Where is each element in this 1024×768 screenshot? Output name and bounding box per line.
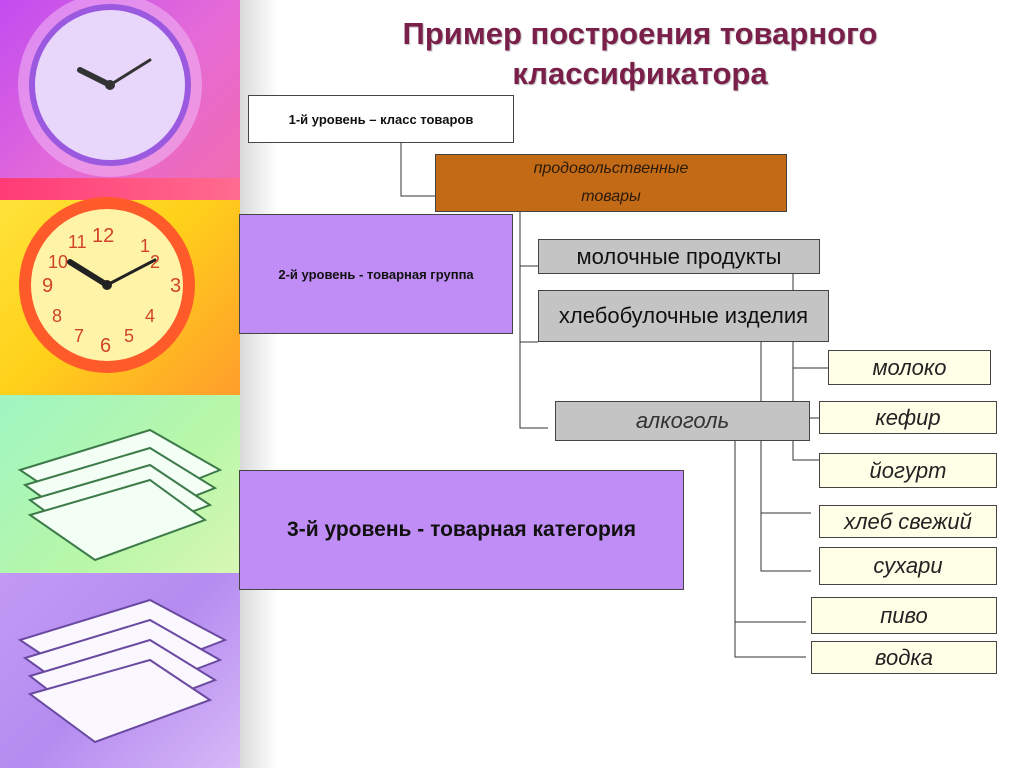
decorative-clocks-and-papers: 12 3 6 9 1 2 10 11 4 5 7 8 [17, 0, 228, 744]
category-label: йогурт [869, 457, 947, 483]
category-node-vodka: водка [811, 641, 997, 674]
category-node-fresh-bread: хлеб свежий [819, 505, 997, 538]
group-label: молочные продукты [576, 243, 782, 269]
category-node-beer: пиво [811, 597, 997, 634]
category-label: водка [874, 644, 934, 670]
clock-icon: 12 3 6 9 1 2 10 11 4 5 7 8 [19, 197, 195, 373]
svg-text:9: 9 [42, 275, 53, 297]
connector-line [760, 342, 811, 572]
svg-text:3: 3 [170, 275, 181, 297]
class-node-food-products: продовольственные товары [435, 154, 787, 212]
group-node-bakery: хлебобулочные изделия [538, 290, 829, 342]
category-label: пиво [880, 602, 928, 628]
class-node-line-1: продовольственные [533, 160, 689, 177]
svg-text:10: 10 [48, 252, 68, 272]
pink-stripe [0, 178, 240, 200]
level-2-box: 2-й уровень - товарная группа [239, 214, 513, 334]
category-label: хлеб свежий [844, 508, 972, 534]
papers-icon [17, 598, 228, 744]
papers-icon [17, 428, 223, 562]
group-node-alcohol: алкоголь [555, 401, 810, 441]
class-node-line-2: товары [581, 188, 641, 205]
svg-text:1: 1 [140, 236, 150, 256]
category-label: молоко [872, 354, 947, 380]
level-2-label: 2-й уровень - товарная группа [278, 266, 474, 282]
svg-text:2: 2 [150, 252, 160, 272]
category-node-rusks: сухари [819, 547, 997, 585]
level-3-label: 3-й уровень - товарная категория [287, 518, 636, 541]
category-node-yogurt: йогурт [819, 453, 997, 488]
svg-text:8: 8 [52, 306, 62, 326]
group-label: алкоголь [635, 408, 730, 433]
level-1-box: 1-й уровень – класс товаров [248, 95, 514, 143]
svg-text:4: 4 [145, 306, 155, 326]
connector-line [519, 206, 548, 429]
level-1-label: 1-й уровень – класс товаров [288, 111, 474, 127]
clock-icon [18, 0, 202, 177]
connector-line [400, 143, 435, 197]
title-line-1: Пример построения товарного [402, 16, 878, 51]
svg-text:6: 6 [100, 335, 111, 357]
title-line-2: классификатора [512, 56, 768, 91]
group-node-dairy: молочные продукты [538, 239, 820, 274]
slide-title: Пример построения товарного классификато… [300, 14, 980, 94]
level-3-box: 3-й уровень - товарная категория [239, 470, 684, 590]
group-label: хлебобулочные изделия [558, 303, 809, 328]
category-node-milk: молоко [828, 350, 991, 385]
category-label: сухари [873, 553, 943, 578]
decorative-image-strip: 12 3 6 9 1 2 10 11 4 5 7 8 [0, 0, 240, 768]
connector-line [734, 441, 806, 658]
svg-text:12: 12 [92, 225, 114, 247]
svg-text:11: 11 [68, 232, 87, 252]
svg-text:5: 5 [124, 326, 134, 346]
svg-text:7: 7 [74, 326, 84, 346]
category-label: кефир [875, 404, 941, 430]
category-node-kefir: кефир [819, 401, 997, 434]
